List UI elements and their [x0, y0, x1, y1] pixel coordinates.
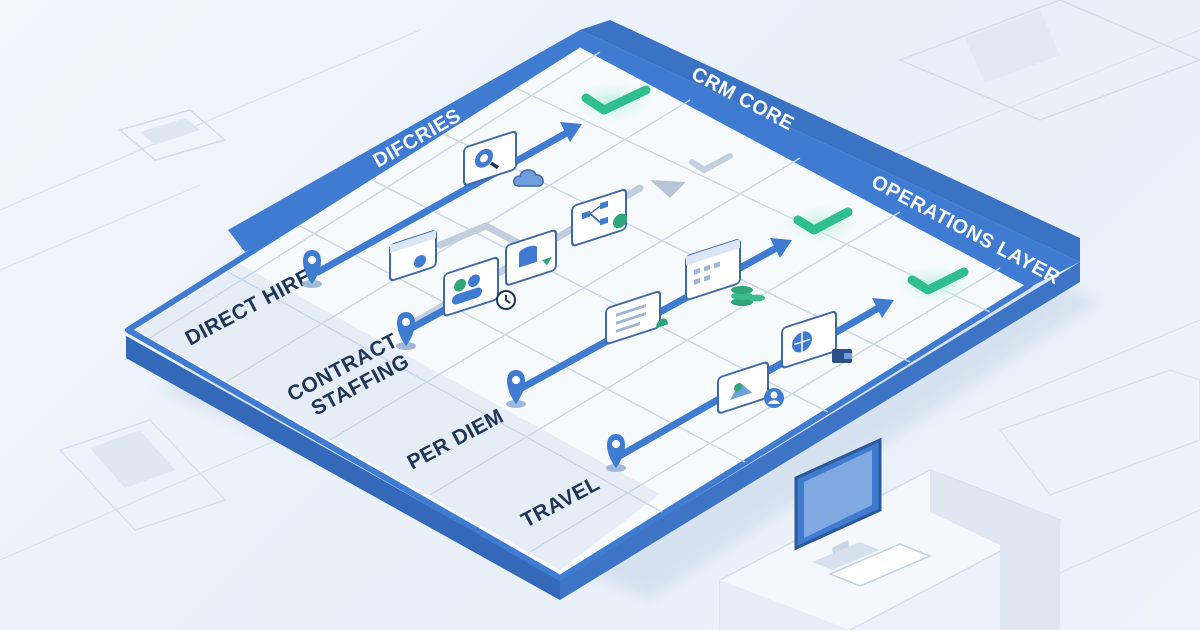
monitor-icon	[794, 437, 882, 570]
checkmark-icon	[780, 204, 860, 244]
location-pin-icon	[396, 312, 416, 350]
desk-workstation	[719, 437, 1062, 630]
checkmark-icon	[689, 153, 733, 173]
database-arrow-icon	[505, 229, 557, 286]
location-pin-icon	[302, 250, 322, 288]
direct-hire-flow	[314, 122, 582, 276]
workflow-gear-icon	[571, 188, 627, 247]
coins-icon	[731, 286, 765, 306]
board-edge-left	[126, 336, 560, 600]
row-label-strip	[136, 264, 660, 570]
calendar-gear-icon	[389, 230, 437, 282]
cloud-icon	[513, 169, 544, 187]
header-bar-right	[580, 20, 1080, 262]
location-pin-icon	[606, 434, 626, 472]
keyboard-icon	[828, 543, 932, 587]
users-clock-icon	[443, 256, 499, 317]
location-pin-icon	[506, 370, 526, 408]
background-panels	[58, 0, 1200, 531]
user-avatar-icon	[764, 388, 784, 408]
calendar-coins-icon	[685, 238, 741, 301]
checkmark-icon	[894, 264, 974, 304]
grid-columns	[149, 51, 1001, 553]
clock-icon	[496, 290, 516, 310]
wallet-icon	[832, 349, 852, 363]
checklist-bell-icon	[605, 290, 668, 345]
globe-card-icon	[781, 310, 837, 369]
search-document-icon	[463, 130, 517, 186]
map-pin-user-icon	[717, 361, 769, 414]
checkmark-icon	[568, 80, 656, 124]
